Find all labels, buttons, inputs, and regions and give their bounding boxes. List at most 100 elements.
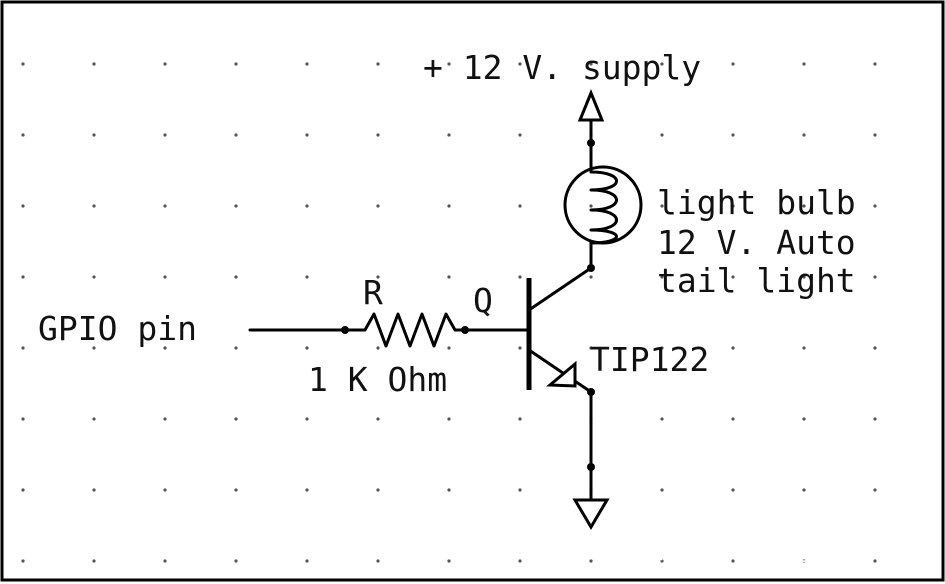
grid-dot xyxy=(21,488,25,492)
grid-dot xyxy=(234,204,238,208)
grid-dot xyxy=(660,346,664,350)
grid-dot xyxy=(305,417,309,421)
grid-dot xyxy=(873,62,877,66)
grid-dot xyxy=(376,204,380,208)
grid-dot xyxy=(376,417,380,421)
grid-dot xyxy=(447,204,451,208)
grid-dot xyxy=(731,204,735,208)
grid-dot xyxy=(92,133,96,137)
grid-dot xyxy=(447,488,451,492)
grid-dot xyxy=(447,346,451,350)
grid-dot xyxy=(376,346,380,350)
grid-dot xyxy=(234,559,238,563)
grid-dot xyxy=(163,488,167,492)
grid-dot xyxy=(376,133,380,137)
grid-dot xyxy=(376,275,380,279)
grid-dot xyxy=(92,488,96,492)
grid-dot xyxy=(873,204,877,208)
grid-dot xyxy=(802,346,806,350)
bulb-label-line1: light bulb xyxy=(657,183,856,222)
grid-dot xyxy=(92,204,96,208)
grid-dot xyxy=(589,346,593,350)
grid-dot xyxy=(447,275,451,279)
grid-dot xyxy=(92,275,96,279)
grid-dot xyxy=(305,559,309,563)
grid-dot xyxy=(518,275,522,279)
grid-dot xyxy=(660,133,664,137)
gpio-label: GPIO pin xyxy=(38,309,197,348)
grid-dot xyxy=(660,417,664,421)
grid-dot xyxy=(21,559,25,563)
grid-dot xyxy=(163,417,167,421)
grid-dot xyxy=(518,62,522,66)
resistor-name-label: R xyxy=(363,273,383,312)
grid-dot xyxy=(802,488,806,492)
grid-dot xyxy=(447,133,451,137)
grid-dot xyxy=(447,559,451,563)
grid-dot xyxy=(305,133,309,137)
grid-dot xyxy=(731,275,735,279)
grid-dot xyxy=(21,346,25,350)
grid-dot xyxy=(376,62,380,66)
grid-dot xyxy=(21,417,25,421)
grid-dot xyxy=(447,62,451,66)
grid-dot xyxy=(305,275,309,279)
resistor-zigzag xyxy=(343,312,467,348)
grid-dot xyxy=(305,62,309,66)
grid-dot xyxy=(802,417,806,421)
grid-dot xyxy=(660,275,664,279)
grid-dot xyxy=(873,559,877,563)
grid-dot xyxy=(518,417,522,421)
grid-dot xyxy=(731,346,735,350)
grid-dot xyxy=(234,346,238,350)
grid-dot xyxy=(518,559,522,563)
grid-dot xyxy=(92,346,96,350)
grid-dot xyxy=(731,417,735,421)
grid-dot xyxy=(589,275,593,279)
bulb-label-line2: 12 V. Auto xyxy=(657,223,856,262)
resistor-value-label: 1 K Ohm xyxy=(308,360,447,399)
grid-dot xyxy=(802,62,806,66)
grid-dot xyxy=(660,488,664,492)
grid-dot xyxy=(92,417,96,421)
ground-node xyxy=(587,463,595,471)
grid-dot xyxy=(518,488,522,492)
grid-dot xyxy=(660,204,664,208)
grid-dot xyxy=(305,488,309,492)
grid-dot xyxy=(873,346,877,350)
supply-label: + 12 V. supply xyxy=(423,48,701,87)
grid-dot xyxy=(447,417,451,421)
grid-dot xyxy=(518,204,522,208)
grid-dot xyxy=(234,133,238,137)
supply-node xyxy=(587,139,595,147)
grid-dot xyxy=(163,559,167,563)
grid-dot xyxy=(21,275,25,279)
grid-dot xyxy=(873,488,877,492)
grid-dot xyxy=(163,346,167,350)
grid-dot xyxy=(21,204,25,208)
grid-dot xyxy=(873,417,877,421)
grid-dot xyxy=(305,346,309,350)
grid-dot xyxy=(873,133,877,137)
grid-dot xyxy=(660,62,664,66)
grid-dot xyxy=(92,62,96,66)
grid-dot xyxy=(731,488,735,492)
grid-dot xyxy=(234,275,238,279)
grid-dot xyxy=(21,133,25,137)
grid-dot xyxy=(660,559,664,563)
transistor-name-label: Q xyxy=(473,281,493,320)
grid-dot xyxy=(21,62,25,66)
grid-dot xyxy=(305,204,309,208)
bulb-filament xyxy=(589,165,618,245)
grid-dot xyxy=(163,275,167,279)
grid-dot xyxy=(802,133,806,137)
grid-dot xyxy=(731,62,735,66)
grid-dot xyxy=(802,559,806,563)
transistor-emitter xyxy=(527,348,593,394)
grid-dot xyxy=(731,133,735,137)
grid-dot xyxy=(589,559,593,563)
grid-dot xyxy=(376,488,380,492)
grid-dot xyxy=(518,133,522,137)
